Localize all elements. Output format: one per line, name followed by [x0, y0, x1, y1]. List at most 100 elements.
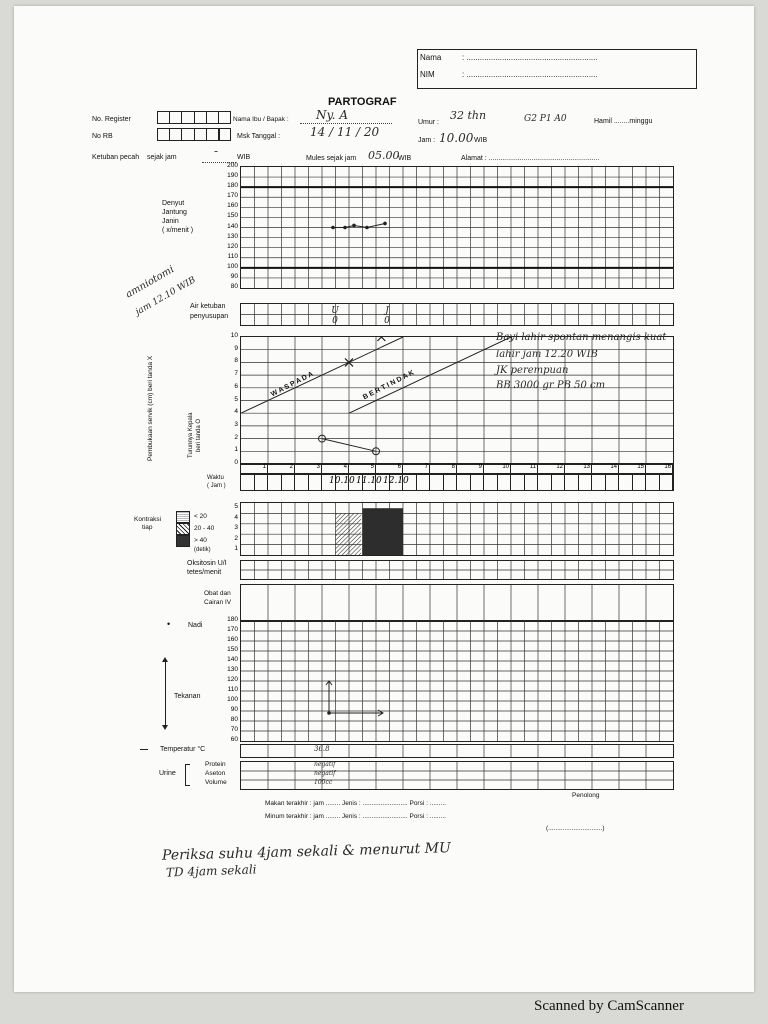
axis-tick: 200 — [227, 162, 238, 169]
time-cell — [633, 474, 646, 490]
cervix-grid — [240, 336, 674, 465]
djj-point — [365, 225, 369, 230]
hour-cell: 4 — [322, 464, 349, 474]
ketuban-label: Ketuban pecah — [92, 154, 140, 161]
scanner-footer: Scanned by CamScanner — [534, 998, 684, 1014]
axis-tick: 120 — [227, 676, 238, 683]
obat-grid — [240, 584, 674, 622]
temperatur-dash — [140, 749, 148, 750]
djj-grid — [240, 166, 674, 289]
time-cell — [430, 474, 444, 490]
axis-tick: 130 — [227, 232, 238, 240]
hour-cell: 1 — [241, 464, 268, 474]
tekanan-label: Tekanan — [174, 693, 201, 700]
no-register-cells — [157, 111, 231, 124]
nama-ibu-value: Ny. A — [316, 108, 348, 122]
djj-label-2: Janin — [162, 218, 179, 225]
nama-ibu-line — [300, 123, 392, 124]
djj-label-1: Jantung — [162, 209, 187, 216]
time-cell — [376, 474, 390, 490]
obat-label-1: Cairan IV — [204, 599, 232, 606]
djj-point — [343, 225, 347, 230]
axis-tick: 120 — [227, 242, 238, 250]
urine-volume-label: Volume — [205, 779, 227, 786]
tekanan-arrow — [165, 661, 166, 726]
contraction-20-40 — [335, 513, 362, 555]
legend-gt40-swatch — [176, 535, 190, 547]
nadi-label: Nadi — [188, 622, 203, 629]
urine-label: Urine — [159, 770, 176, 777]
msk-cells — [219, 128, 231, 141]
nim-label: NIM — [420, 70, 435, 79]
axis-tick: 100 — [227, 696, 238, 703]
axis-tick: 9 — [234, 344, 238, 352]
time-cell — [363, 474, 376, 490]
no-rb-label: No RB — [92, 133, 113, 140]
bp-arrow-up — [325, 680, 333, 686]
hour-cell: 16 — [646, 464, 673, 474]
time-cell — [457, 474, 471, 490]
ketuban-label-0: Air ketuban — [190, 303, 226, 310]
tekanan-arrow-down — [162, 725, 168, 730]
axis-tick: 90 — [230, 706, 238, 713]
axis-tick: 170 — [227, 626, 238, 633]
msk-tanggal-label: Msk Tanggal : — [237, 133, 281, 140]
time-cell — [295, 474, 309, 490]
urine-aseton-value: negatif — [314, 770, 336, 777]
mules-value: 05.00 — [368, 149, 400, 162]
ketuban-label-1: penyusupan — [190, 313, 229, 320]
axis-tick: 170 — [227, 192, 238, 200]
djj-label-3: ( x/menit ) — [162, 227, 194, 234]
kontraksi-grid — [240, 502, 674, 556]
hour-cell: 7 — [403, 464, 430, 474]
sejak-jam-value: - — [214, 144, 219, 158]
temperatur-grid — [240, 744, 674, 758]
time-cell — [309, 474, 322, 490]
msk-tanggal-value: 14 / 11 / 20 — [310, 125, 380, 139]
urine-protein-value: negatif — [314, 761, 336, 768]
pulse-arrow — [377, 709, 384, 717]
axis-tick: 140 — [227, 222, 238, 230]
legend-lt20-swatch — [176, 511, 190, 523]
oksitosin-grid — [240, 560, 674, 580]
penolong-signature: (..............................) — [546, 825, 605, 832]
name-nim-box: Nama : .................................… — [417, 49, 697, 89]
legend-detik: (detik) — [194, 547, 211, 553]
sejak-jam-line — [202, 162, 236, 163]
waktu-label-0: Waktu — [207, 475, 224, 481]
ketuban-mark: 0 — [384, 316, 390, 326]
axis-tick: 60 — [230, 736, 238, 743]
obat-label-0: Obat dan — [204, 590, 231, 597]
hour-cell: 13 — [565, 464, 592, 474]
descent-o-mark — [372, 447, 380, 456]
time-cell — [403, 474, 417, 490]
hamil-label: Hamil ........minggu — [594, 118, 653, 125]
axis-tick: 10 — [230, 332, 238, 339]
sejak-wib: WIB — [237, 154, 251, 161]
time-cell — [565, 474, 579, 490]
axis-tick: 160 — [227, 202, 238, 210]
time-cell — [538, 474, 552, 490]
axis-tick: 90 — [230, 272, 238, 280]
pulse-point — [327, 711, 331, 715]
kepala-label-1: beri tanda O — [196, 418, 202, 452]
umur-label: Umur : — [418, 119, 439, 126]
oksitosin-label-1: tetes/menit — [187, 569, 222, 576]
time-cell — [484, 474, 498, 490]
descent-o-mark — [318, 434, 326, 443]
axis-tick: 180 — [227, 182, 238, 190]
axis-tick: 8 — [234, 357, 238, 365]
ketuban-mark: 0 — [332, 316, 338, 326]
hour-cell: 11 — [511, 464, 538, 474]
time-cell — [525, 474, 538, 490]
hour-cell: 14 — [592, 464, 619, 474]
time-cell — [646, 474, 660, 490]
time-cell — [322, 474, 336, 490]
nim-dots: : ......................................… — [462, 70, 598, 79]
axis-tick: 70 — [230, 726, 238, 733]
axis-tick: 80 — [230, 716, 238, 723]
makan-terakhir: Makan terakhir : jam ........ Jenis : ..… — [265, 800, 446, 807]
mules-wib: WIB — [398, 155, 412, 162]
axis-tick: 1 — [234, 545, 238, 552]
time-cell — [444, 474, 457, 490]
